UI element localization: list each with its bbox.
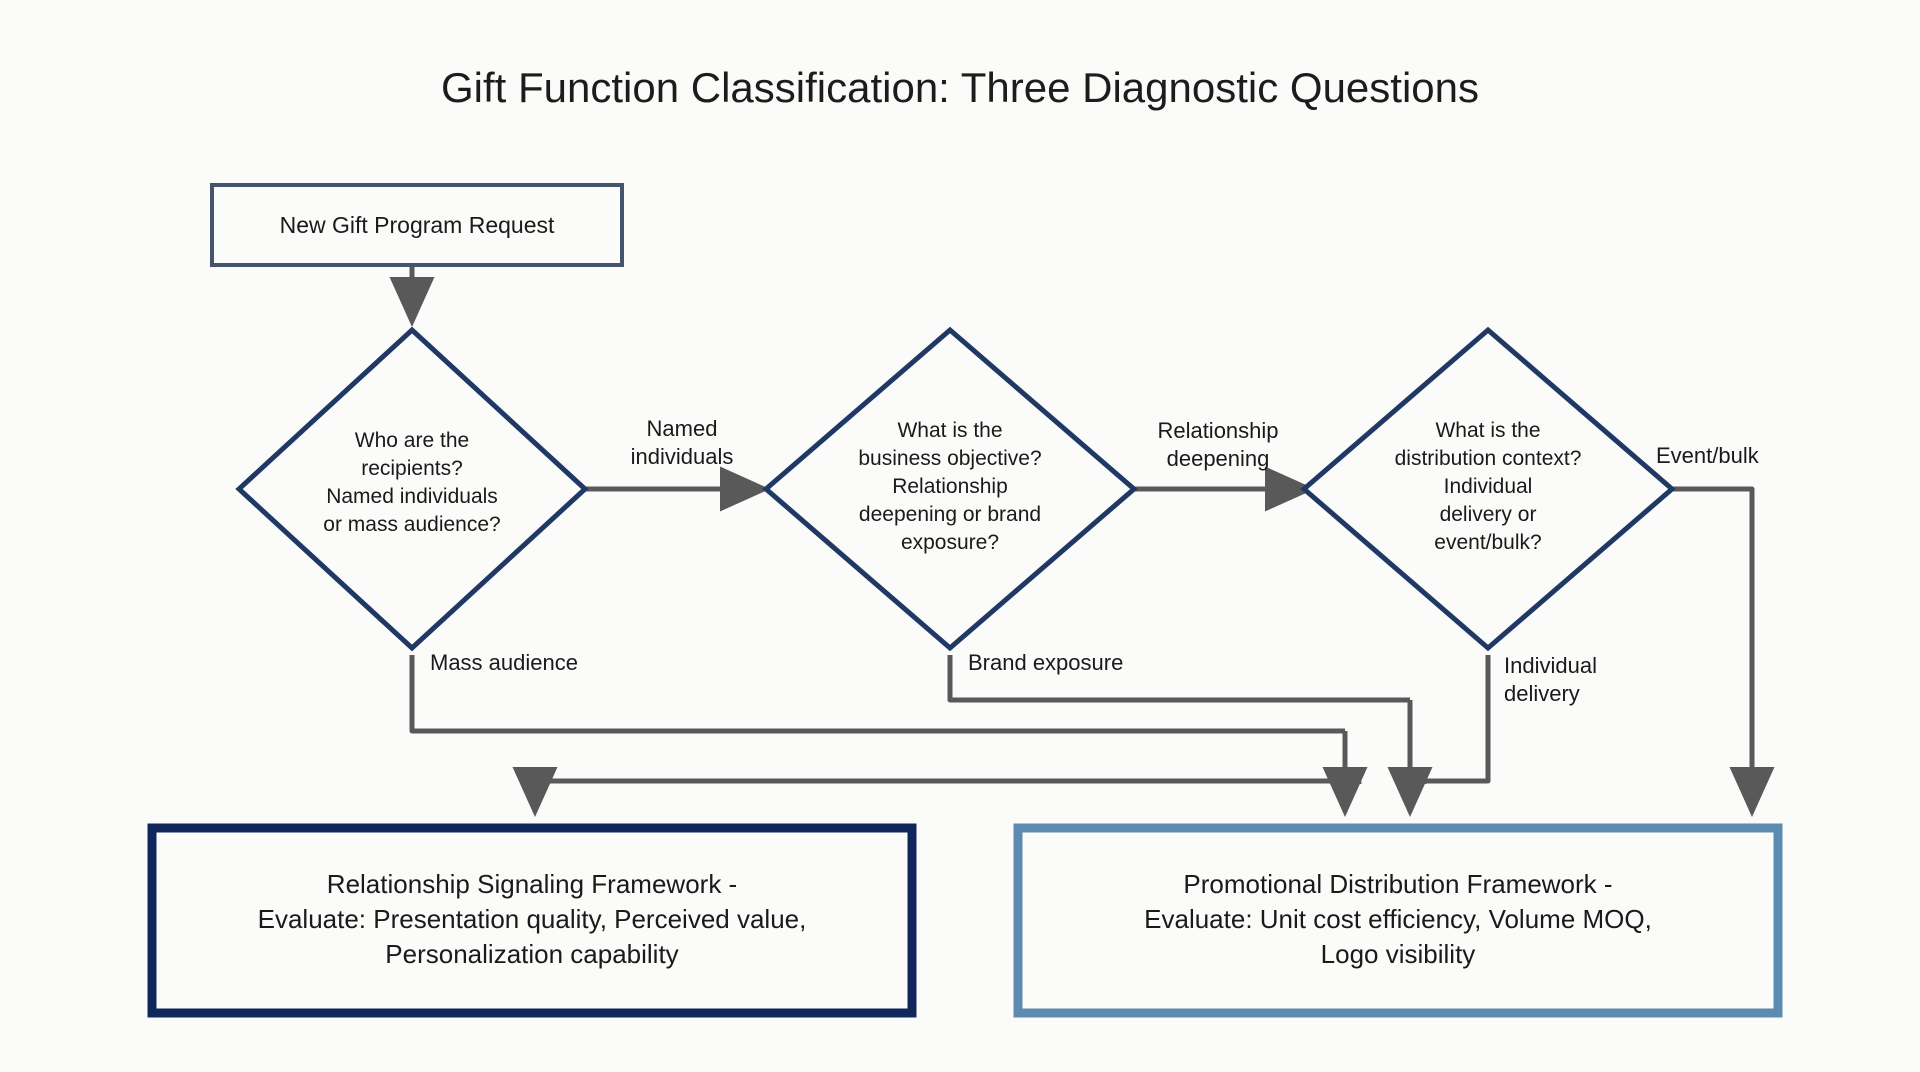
node-q2-line-5: exposure? — [901, 531, 999, 554]
node-outcome-relationship-signaling[interactable] — [147, 823, 917, 1018]
node-q2-line-1: What is the — [897, 419, 1002, 442]
node-start-label: New Gift Program Request — [280, 212, 555, 238]
edge-label-individual-delivery-line-2: delivery — [1504, 681, 1580, 706]
node-q2-line-4: deepening or brand — [859, 503, 1041, 526]
node-outcome-promotional-distribution[interactable] — [1013, 823, 1783, 1018]
edge-jump-arc-a — [1407, 700, 1427, 785]
node-q1-line-4: or mass audience? — [323, 513, 500, 536]
node-q3-line-4: delivery or — [1440, 503, 1537, 526]
edge-label-mass-audience: Mass audience — [430, 650, 578, 675]
node-question-1[interactable] — [235, 326, 589, 652]
node-q2-line-2: business objective? — [858, 447, 1041, 470]
node-q1-line-2: recipients? — [361, 457, 463, 480]
edge-q3-individual-delivery — [1387, 655, 1491, 817]
node-q2-line-3: Relationship — [892, 475, 1008, 498]
edge-q3-event-bulk — [1672, 486, 1775, 817]
node-q3-line-3: Individual — [1444, 475, 1533, 498]
node-outcome-relationship-line-2: Evaluate: Presentation quality, Perceive… — [258, 904, 807, 934]
edge-label-relationship-deepening-line-1: Relationship — [1157, 418, 1278, 443]
node-q1-line-3: Named individuals — [326, 485, 498, 508]
node-outcome-promotional-line-1: Promotional Distribution Framework - — [1183, 869, 1612, 899]
edge-label-named-individuals-line-1: Named — [647, 416, 718, 441]
edge-label-event-bulk: Event/bulk — [1656, 443, 1760, 468]
node-question-3[interactable] — [1300, 326, 1676, 652]
node-q3-line-5: event/bulk? — [1434, 531, 1541, 554]
edge-label-relationship-deepening-line-2: deepening — [1167, 446, 1270, 471]
edge-label-brand-exposure: Brand exposure — [968, 650, 1123, 675]
node-q3-line-2: distribution context? — [1395, 447, 1582, 470]
node-question-2[interactable] — [762, 326, 1138, 652]
node-q1-line-1: Who are the — [355, 429, 469, 452]
edge-bus-to-left-outcome — [512, 731, 1348, 817]
node-outcome-relationship-line-1: Relationship Signaling Framework - — [327, 869, 737, 899]
node-outcome-promotional-line-3: Logo visibility — [1321, 939, 1476, 969]
edge-label-individual-delivery-line-1: Individual — [1504, 653, 1597, 678]
edge-q1-mass-audience-segment — [409, 655, 1345, 734]
edge-q2-brand-exposure-segment — [947, 655, 1410, 703]
node-outcome-relationship-line-3: Personalization capability — [385, 939, 678, 969]
node-outcome-promotional-line-2: Evaluate: Unit cost efficiency, Volume M… — [1144, 904, 1652, 934]
node-start-box[interactable] — [210, 183, 624, 267]
edge-label-named-individuals-line-2: individuals — [631, 444, 734, 469]
node-q3-line-1: What is the — [1435, 419, 1540, 442]
page-title: Gift Function Classification: Three Diag… — [441, 64, 1479, 111]
